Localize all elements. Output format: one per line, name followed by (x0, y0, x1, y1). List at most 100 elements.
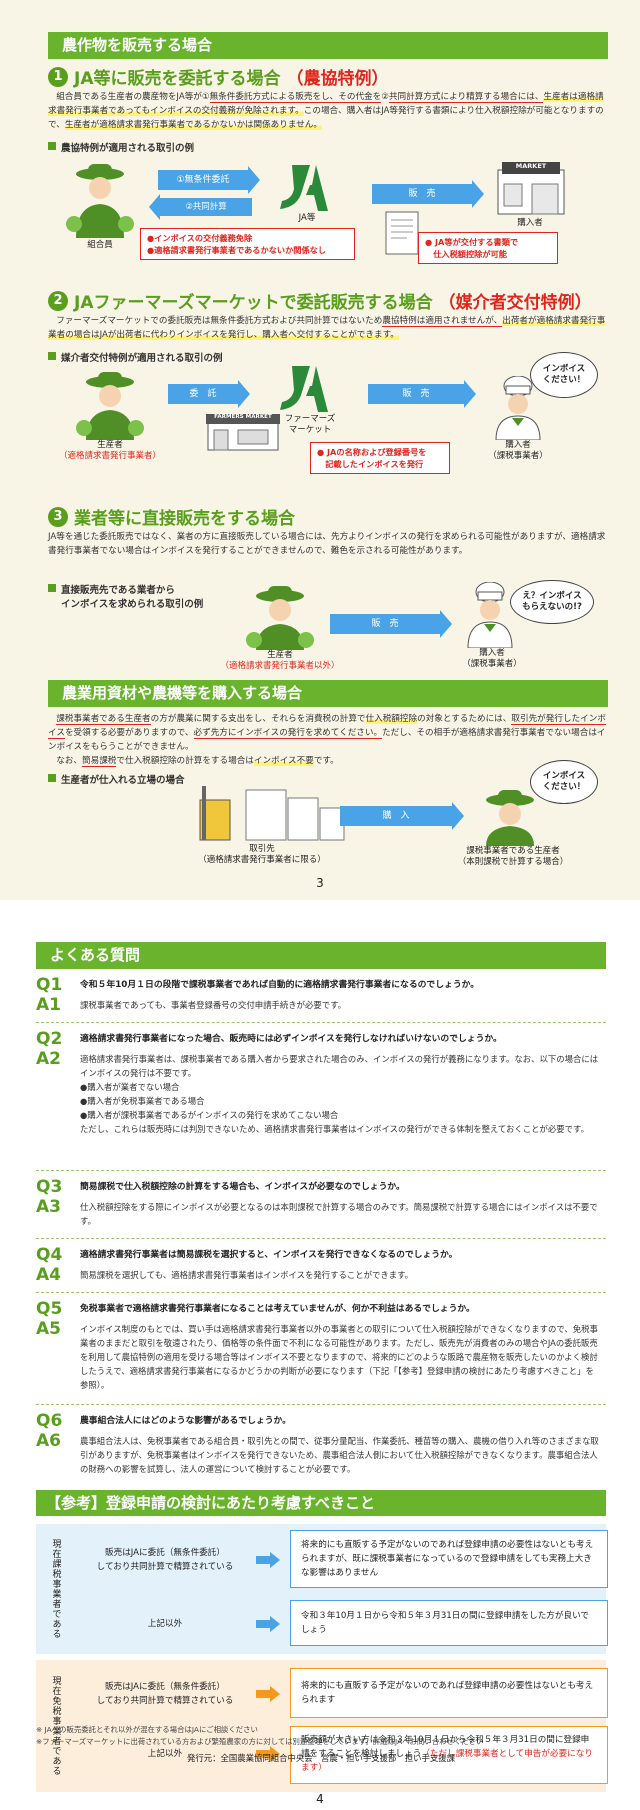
publisher: 発行元：全国農業協同組合中央会 営農・担い手支援部 担い手支援課 (187, 1753, 455, 1763)
text-red: （ただし課税事業者として申告が必要になります） (301, 1749, 593, 1773)
arrow-purchase: 購 入 (340, 802, 464, 830)
ja-logo (280, 165, 328, 211)
text: ① (201, 92, 210, 102)
text: 農協特例が適用される取引の例 (61, 143, 195, 154)
section-3-heading: 3 業者等に直接販売をする場合 (48, 504, 295, 529)
answer-text: ただし、これらは販売時には判別できないため、適格請求書発行事業者はインボイスの発… (80, 1124, 589, 1134)
text: 購入者 (505, 440, 531, 450)
market-building-icon (497, 162, 565, 215)
divider (36, 1292, 606, 1293)
faq-answer: A5 インボイス制度のもとでは、買い手は適格請求書発行事業者以外の事業者との取引… (36, 1320, 616, 1392)
section-1-paragraph: 組合員である生産者の農産物をJA等が①無条件委託方式による販売をし、その代金を②… (48, 90, 608, 132)
speech-bubble: インボイス ください！ (530, 760, 598, 804)
question-text: 令和５年10月１日の段階で課税事業者であれば自動的に適格請求書発行事業者になるの… (80, 980, 480, 990)
section-4-paragraph: 課税事業者である生産者の方が農業に関する支出をし、それらを消費税の計算で仕入税額… (48, 712, 608, 768)
question-text: 農事組合法人にはどのような影響があるでしょうか。 (80, 1416, 291, 1426)
text: ただし、その相手が適格請求書発行事業者でない場合はインボイスをもらうことができま… (48, 728, 606, 752)
buyer-label: 購入者 （課税事業者） (452, 648, 532, 670)
footnote: ※ファーマーズマーケットに出荷されている方および繁殖農家の方に対しては別途整理を… (36, 1737, 484, 1746)
text-red: （適格請求書発行事業者以外） (220, 661, 340, 671)
text: 共同計算方式により精算する場合には、 (388, 92, 544, 103)
farmers-market-label: ファーマーズ マーケット (284, 414, 336, 435)
ja-logo (280, 366, 328, 412)
question-label: Q3 (36, 1177, 63, 1197)
faq-answer: A3 仕入税額控除をする際にインボイスが必要となるのは本則課税で計算する場合のみ… (36, 1198, 616, 1228)
text: 生産者 (97, 440, 123, 450)
right-arrow-icon (256, 1616, 280, 1632)
right-arrow-icon (256, 1686, 280, 1702)
text: を受領する必要がありますので、 (64, 728, 194, 738)
text: 農協特例は適用されませんが、 (382, 316, 503, 327)
section-2-heading: 2 JAファーマーズマーケットで委託販売する場合 （媒介者交付特例） (48, 288, 592, 313)
section-1-heading: 1 JA等に販売を委託する場合 （農協特例） (48, 64, 388, 89)
text: 課税事業者である生産者 (56, 714, 151, 725)
arrow-sales: 販 売 (330, 610, 452, 638)
text: （適格請求書発行事業者に限る） (198, 855, 326, 865)
question-label: Q6 (36, 1411, 63, 1431)
result-cell: 将来的にも直販する予定がないのであれば登録申請の必要性はないとも考えられます (290, 1668, 608, 1718)
text: です。 (313, 756, 339, 766)
section-title: JA等に販売を委託する場合 (74, 69, 281, 89)
highlight-text: 仕入税額控除 (365, 714, 418, 724)
divider (36, 1022, 606, 1023)
arrow-unconditional-consignment: ①無条件委託 (158, 166, 260, 194)
square-bullet-icon (48, 774, 56, 782)
faq-answer: A4 簡易課税を選択しても、適格請求書発行事業者はインボイスを発行することができ… (36, 1266, 616, 1284)
market-sign: MARKET (515, 162, 547, 170)
section-4-subheading: 生産者が仕入れる立場の場合 (48, 772, 185, 786)
condition-cell: 販売はJAに委託（無条件委託） しており共同計算で精算されている (96, 1548, 234, 1572)
page-number: 4 (316, 1792, 324, 1806)
right-arrow-icon (256, 1552, 280, 1568)
answer-label: A1 (36, 995, 61, 1015)
section-2-subheading: 媒介者交付特例が適用される取引の例 (48, 350, 223, 364)
group-label-exempt: 現在免税事業者である (50, 1676, 61, 1776)
faq-answer: A1 課税事業者であっても、事業者登録番号の交付申請手続きが必要です。 (36, 996, 616, 1014)
answer-text: 簡易課税を選択しても、適格請求書発行事業者はインボイスを発行することができます。 (80, 1270, 413, 1280)
right-arrow-icon (256, 1746, 280, 1762)
faq-band: よくある質問 (36, 942, 606, 969)
divider (36, 1404, 606, 1405)
result-cell: 販売額が大きい方は令和３年10月１日から令和５年３月31日の間に登録申請をするこ… (290, 1726, 608, 1784)
section-3-subheading: 直接販売先である業者から インボイスを求められる取引の例 (48, 582, 203, 610)
document-icon (385, 211, 419, 255)
farmer-illustration (246, 586, 314, 650)
group-label-taxable: 現在課税事業者である (50, 1539, 61, 1639)
answer-label: A6 (36, 1431, 61, 1451)
note-deduction: ● JA等が交付する書類で 仕入税額控除が可能 (418, 232, 558, 264)
chef-illustration (495, 376, 541, 440)
faq-question: Q2 適格請求書発行事業者になった場合、販売時には必ずインボイスを発行しなければ… (36, 1030, 616, 1048)
bullet-item: ●購入者が免税事業者である場合 (80, 1096, 205, 1106)
farmer-label: 組合員 (87, 240, 113, 250)
arrow-joint-calculation: ②共同計算 (149, 194, 252, 220)
subheading-line: インボイスを求められる取引の例 (61, 599, 204, 610)
section-3-paragraph: JA等を通じた委託販売ではなく、業者の方に直接販売している場合には、先方よりイン… (48, 532, 606, 556)
farmer-label: 生産者 （適格請求書発行事業者以外） (210, 650, 350, 672)
answer-label: A5 (36, 1319, 61, 1339)
divider (36, 1170, 606, 1171)
buyer-label: 購入者 （課税事業者） (478, 440, 558, 462)
ja-label: JA等 (298, 213, 316, 223)
faq-answer: A2 適格請求書発行事業者は、課税事業者である購入者から要求された場合のみ、イン… (36, 1050, 616, 1136)
reference-title: 【参考】登録申請の検討にあたり考慮すべきこと (36, 1490, 606, 1516)
text: 直接販売先である業者から (61, 585, 175, 596)
section-band-selling: 農作物を販売する場合 (48, 32, 608, 59)
text: 簡易課税 (82, 756, 117, 767)
section-title-red: （農協特例） (286, 69, 389, 89)
page-number: 3 (316, 876, 324, 890)
chef-illustration (467, 582, 513, 648)
note-intermediary: ● JAの名称および登録番号を 記載したインボイスを発行 (310, 442, 450, 474)
speech-bubble: え？インボイス もらえないの!? (510, 580, 594, 624)
answer-label: A4 (36, 1265, 61, 1285)
note-line: ● JAの名称および登録番号を (317, 447, 427, 457)
speech-bubble: インボイス ください！ (530, 352, 598, 398)
section-title: JAファーマーズマーケットで委託販売する場合 (74, 293, 433, 313)
condition-cell: 販売はJAに委託（無条件委託） しており共同計算で精算されている (96, 1682, 234, 1706)
seller-label: 取引先 （適格請求書発行事業者に限る） (192, 844, 332, 866)
faq-answer: A6 農事組合法人は、免税事業者である組合員・取引先との間で、従事分量配当、作業… (36, 1432, 616, 1476)
arrow-sales: 販 売 (372, 180, 484, 208)
text: 組合員である生産者の農産物をJA等が (56, 92, 202, 102)
text: ファーマーズマーケットでの委託販売は無条件委託方式および共同計算ではないため (56, 316, 383, 326)
text: 購入者 (479, 648, 505, 658)
text-red: （適格請求書発行事業者） (58, 451, 161, 461)
arrow-consign: 委 託 (168, 380, 250, 408)
